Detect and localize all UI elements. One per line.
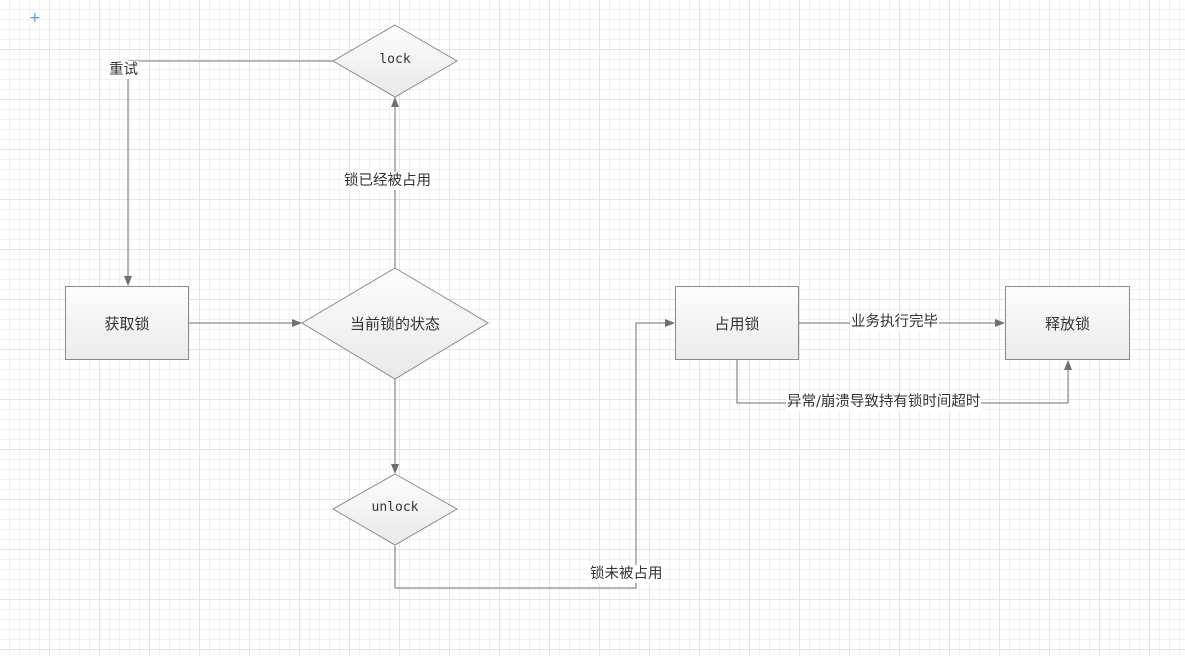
edge-not-held [394, 319, 675, 589]
edge-retry [124, 60, 333, 286]
node-get-lock[interactable]: 获取锁 [65, 286, 189, 360]
node-release-lock[interactable]: 释放锁 [1005, 286, 1130, 360]
node-lock-state-label: 当前锁的状态 [349, 315, 440, 333]
node-lock-shape[interactable] [332, 24, 458, 98]
edge-label-business-done: 业务执行完毕 [850, 313, 939, 331]
node-lock-state-shape[interactable] [301, 267, 489, 380]
canvas-cursor-plus-icon: + [29, 10, 41, 26]
node-unlock-label: unlock [371, 500, 419, 515]
node-lock-label: lock [379, 52, 411, 67]
edge-label-retry: 重试 [108, 61, 139, 79]
edge-label-not-held: 锁未被占用 [589, 565, 664, 583]
edge-label-timeout: 异常/崩溃导致持有锁时间超时 [786, 393, 982, 411]
node-unlock-shape[interactable] [331, 473, 459, 546]
edge-label-already-held: 锁已经被占用 [343, 172, 432, 190]
node-hold-lock[interactable]: 占用锁 [675, 286, 799, 360]
